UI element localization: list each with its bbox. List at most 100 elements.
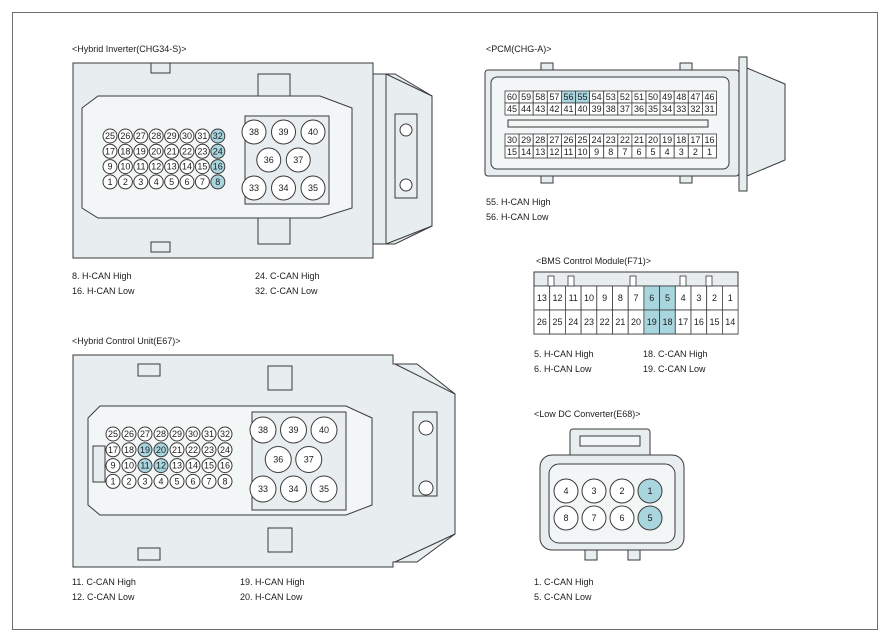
pin-12: 12 <box>546 145 562 159</box>
pin-50: 50 <box>645 90 661 104</box>
pin-33: 33 <box>249 475 277 503</box>
svg-text:13: 13 <box>537 293 547 303</box>
svg-text:20: 20 <box>631 317 641 327</box>
pin-14: 14 <box>185 458 201 474</box>
svg-text:5: 5 <box>651 147 656 157</box>
svg-text:20: 20 <box>648 135 658 145</box>
svg-text:9: 9 <box>110 461 115 471</box>
pin-33: 33 <box>241 175 267 201</box>
svg-text:5: 5 <box>174 476 179 486</box>
pin-2: 2 <box>687 145 703 159</box>
svg-text:19: 19 <box>140 445 150 455</box>
bms-latch <box>547 275 555 287</box>
pin-29: 29 <box>164 128 180 144</box>
pin-20: 20 <box>148 143 164 159</box>
pin-39: 39 <box>271 119 296 145</box>
svg-text:18: 18 <box>124 445 134 455</box>
pin-23: 23 <box>580 309 598 335</box>
svg-text:11: 11 <box>140 461 149 471</box>
pin-1: 1 <box>702 145 717 159</box>
svg-text:10: 10 <box>124 461 134 471</box>
pin-4: 4 <box>148 174 164 190</box>
svg-text:25: 25 <box>553 317 563 327</box>
pin-29: 29 <box>169 426 185 442</box>
svg-text:23: 23 <box>584 317 594 327</box>
svg-text:17: 17 <box>108 445 118 455</box>
pin-5: 5 <box>659 285 676 311</box>
svg-text:21: 21 <box>167 146 177 156</box>
pin-40: 40 <box>575 102 591 116</box>
pin-27: 27 <box>133 128 149 144</box>
svg-text:44: 44 <box>521 104 531 114</box>
svg-text:16: 16 <box>704 135 714 145</box>
svg-text:16: 16 <box>694 317 704 327</box>
svg-text:4: 4 <box>563 486 568 496</box>
pin-36: 36 <box>264 446 292 473</box>
pin-19: 19 <box>643 309 661 335</box>
svg-text:38: 38 <box>606 104 616 114</box>
pin-23: 23 <box>603 133 619 147</box>
pin-2: 2 <box>609 478 635 504</box>
pin-15: 15 <box>504 145 520 159</box>
svg-text:48: 48 <box>676 92 686 102</box>
svg-text:46: 46 <box>704 92 714 102</box>
pin-44: 44 <box>518 102 534 116</box>
pin-38: 38 <box>241 119 267 145</box>
pin-22: 22 <box>179 143 195 159</box>
pin-16: 16 <box>217 458 233 474</box>
svg-text:6: 6 <box>649 293 654 303</box>
bms-note: 5. H-CAN High <box>534 349 594 359</box>
svg-text:8: 8 <box>215 177 220 187</box>
svg-text:30: 30 <box>188 429 198 439</box>
svg-text:10: 10 <box>584 293 594 303</box>
svg-text:3: 3 <box>138 177 143 187</box>
svg-text:20: 20 <box>151 146 161 156</box>
pin-12: 12 <box>153 458 169 474</box>
ldc-note: 1. C-CAN High <box>534 577 594 587</box>
svg-text:2: 2 <box>126 476 131 486</box>
pin-15: 15 <box>706 309 723 335</box>
svg-text:12: 12 <box>553 293 563 303</box>
pin-9: 9 <box>596 285 613 311</box>
pin-2: 2 <box>121 473 137 489</box>
pin-32: 32 <box>210 128 226 144</box>
pin-20: 20 <box>627 309 645 335</box>
pin-52: 52 <box>617 90 633 104</box>
pin-19: 19 <box>137 442 153 458</box>
pin-21: 21 <box>169 442 185 458</box>
svg-text:26: 26 <box>120 131 130 141</box>
svg-text:34: 34 <box>278 183 288 193</box>
pin-4: 4 <box>659 145 675 159</box>
svg-text:28: 28 <box>151 131 161 141</box>
pin-38: 38 <box>249 416 277 444</box>
svg-text:18: 18 <box>676 135 686 145</box>
inverter-note: 24. C-CAN High <box>255 271 320 281</box>
svg-text:1: 1 <box>647 486 652 496</box>
pin-37: 37 <box>295 446 323 473</box>
pin-33: 33 <box>673 102 689 116</box>
pin-11: 11 <box>137 458 153 474</box>
svg-text:15: 15 <box>204 461 214 471</box>
svg-text:58: 58 <box>535 92 545 102</box>
pin-30: 30 <box>504 133 520 147</box>
pin-9: 9 <box>105 458 121 474</box>
hcu-title: <Hybrid Control Unit(E67)> <box>72 336 181 346</box>
pin-25: 25 <box>102 128 118 144</box>
inverter-note: 16. H-CAN Low <box>72 286 135 296</box>
svg-text:32: 32 <box>213 131 223 141</box>
pin-34: 34 <box>280 475 307 503</box>
svg-text:31: 31 <box>197 131 207 141</box>
svg-text:40: 40 <box>308 127 318 137</box>
pin-47: 47 <box>687 90 703 104</box>
pin-35: 35 <box>645 102 661 116</box>
pin-38: 38 <box>603 102 619 116</box>
pin-21: 21 <box>164 143 180 159</box>
svg-text:12: 12 <box>151 162 161 172</box>
pin-43: 43 <box>532 102 548 116</box>
svg-text:10: 10 <box>578 147 588 157</box>
svg-text:11: 11 <box>564 147 573 157</box>
pin-4: 4 <box>153 473 169 489</box>
svg-text:57: 57 <box>549 92 559 102</box>
pcm-note: 55. H-CAN High <box>486 197 551 207</box>
svg-text:29: 29 <box>167 131 177 141</box>
